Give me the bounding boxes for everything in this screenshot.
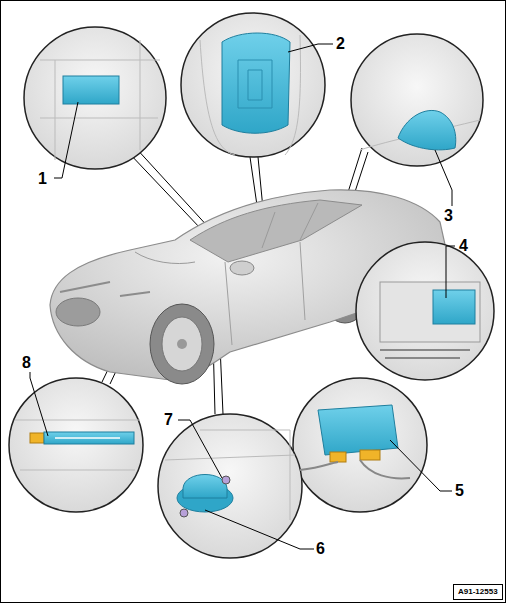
part-5	[300, 405, 410, 478]
callout-number: 3	[444, 207, 453, 225]
callout-number: 5	[455, 482, 464, 500]
part-2	[200, 33, 300, 155]
callout-number: 4	[459, 237, 468, 255]
part-6-7	[165, 430, 295, 520]
detail-circles	[9, 13, 494, 558]
part-1	[40, 40, 160, 160]
part-4	[380, 282, 480, 358]
callout-number: 7	[164, 411, 173, 429]
callout-number: 8	[22, 354, 31, 372]
callout-number: 2	[336, 35, 345, 53]
callout-number: 1	[38, 170, 47, 188]
callout-number: 6	[316, 540, 325, 558]
figure-id: A91-12553	[458, 587, 498, 597]
callout-leaders	[30, 44, 455, 549]
part-3	[360, 110, 480, 150]
figure-id-box: A91-12553	[453, 584, 503, 600]
part-8	[15, 420, 140, 470]
